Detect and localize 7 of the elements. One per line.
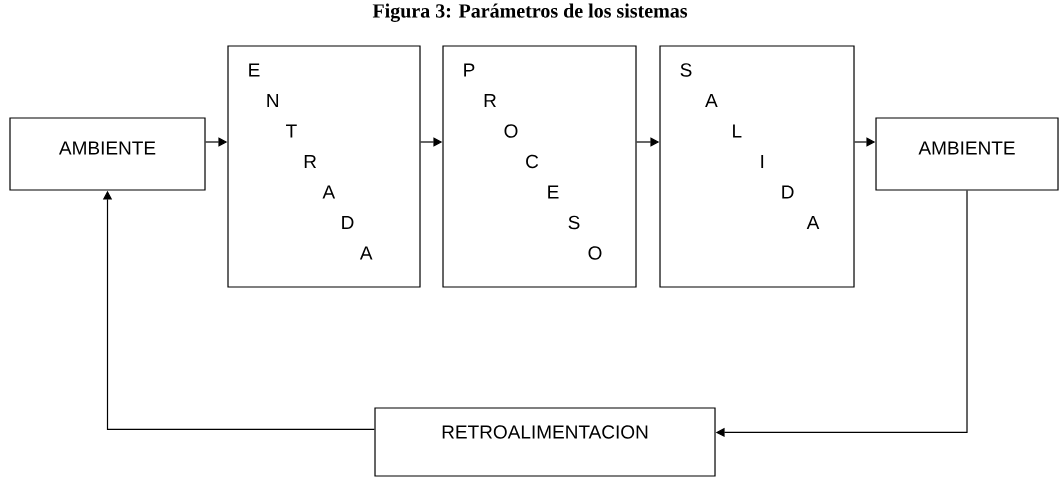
figure-title: Figura 3: Parámetros de los sistemas [372,3,688,22]
process-box: S A L I D A [659,45,855,288]
process-box: P R O C E S O [442,45,637,288]
process-box: AMBIENTE [9,117,206,191]
process-box: RETROALIMENTACION [374,407,716,477]
process-box: AMBIENTE [875,117,1059,191]
process-box: E N T R A D A [227,45,421,288]
